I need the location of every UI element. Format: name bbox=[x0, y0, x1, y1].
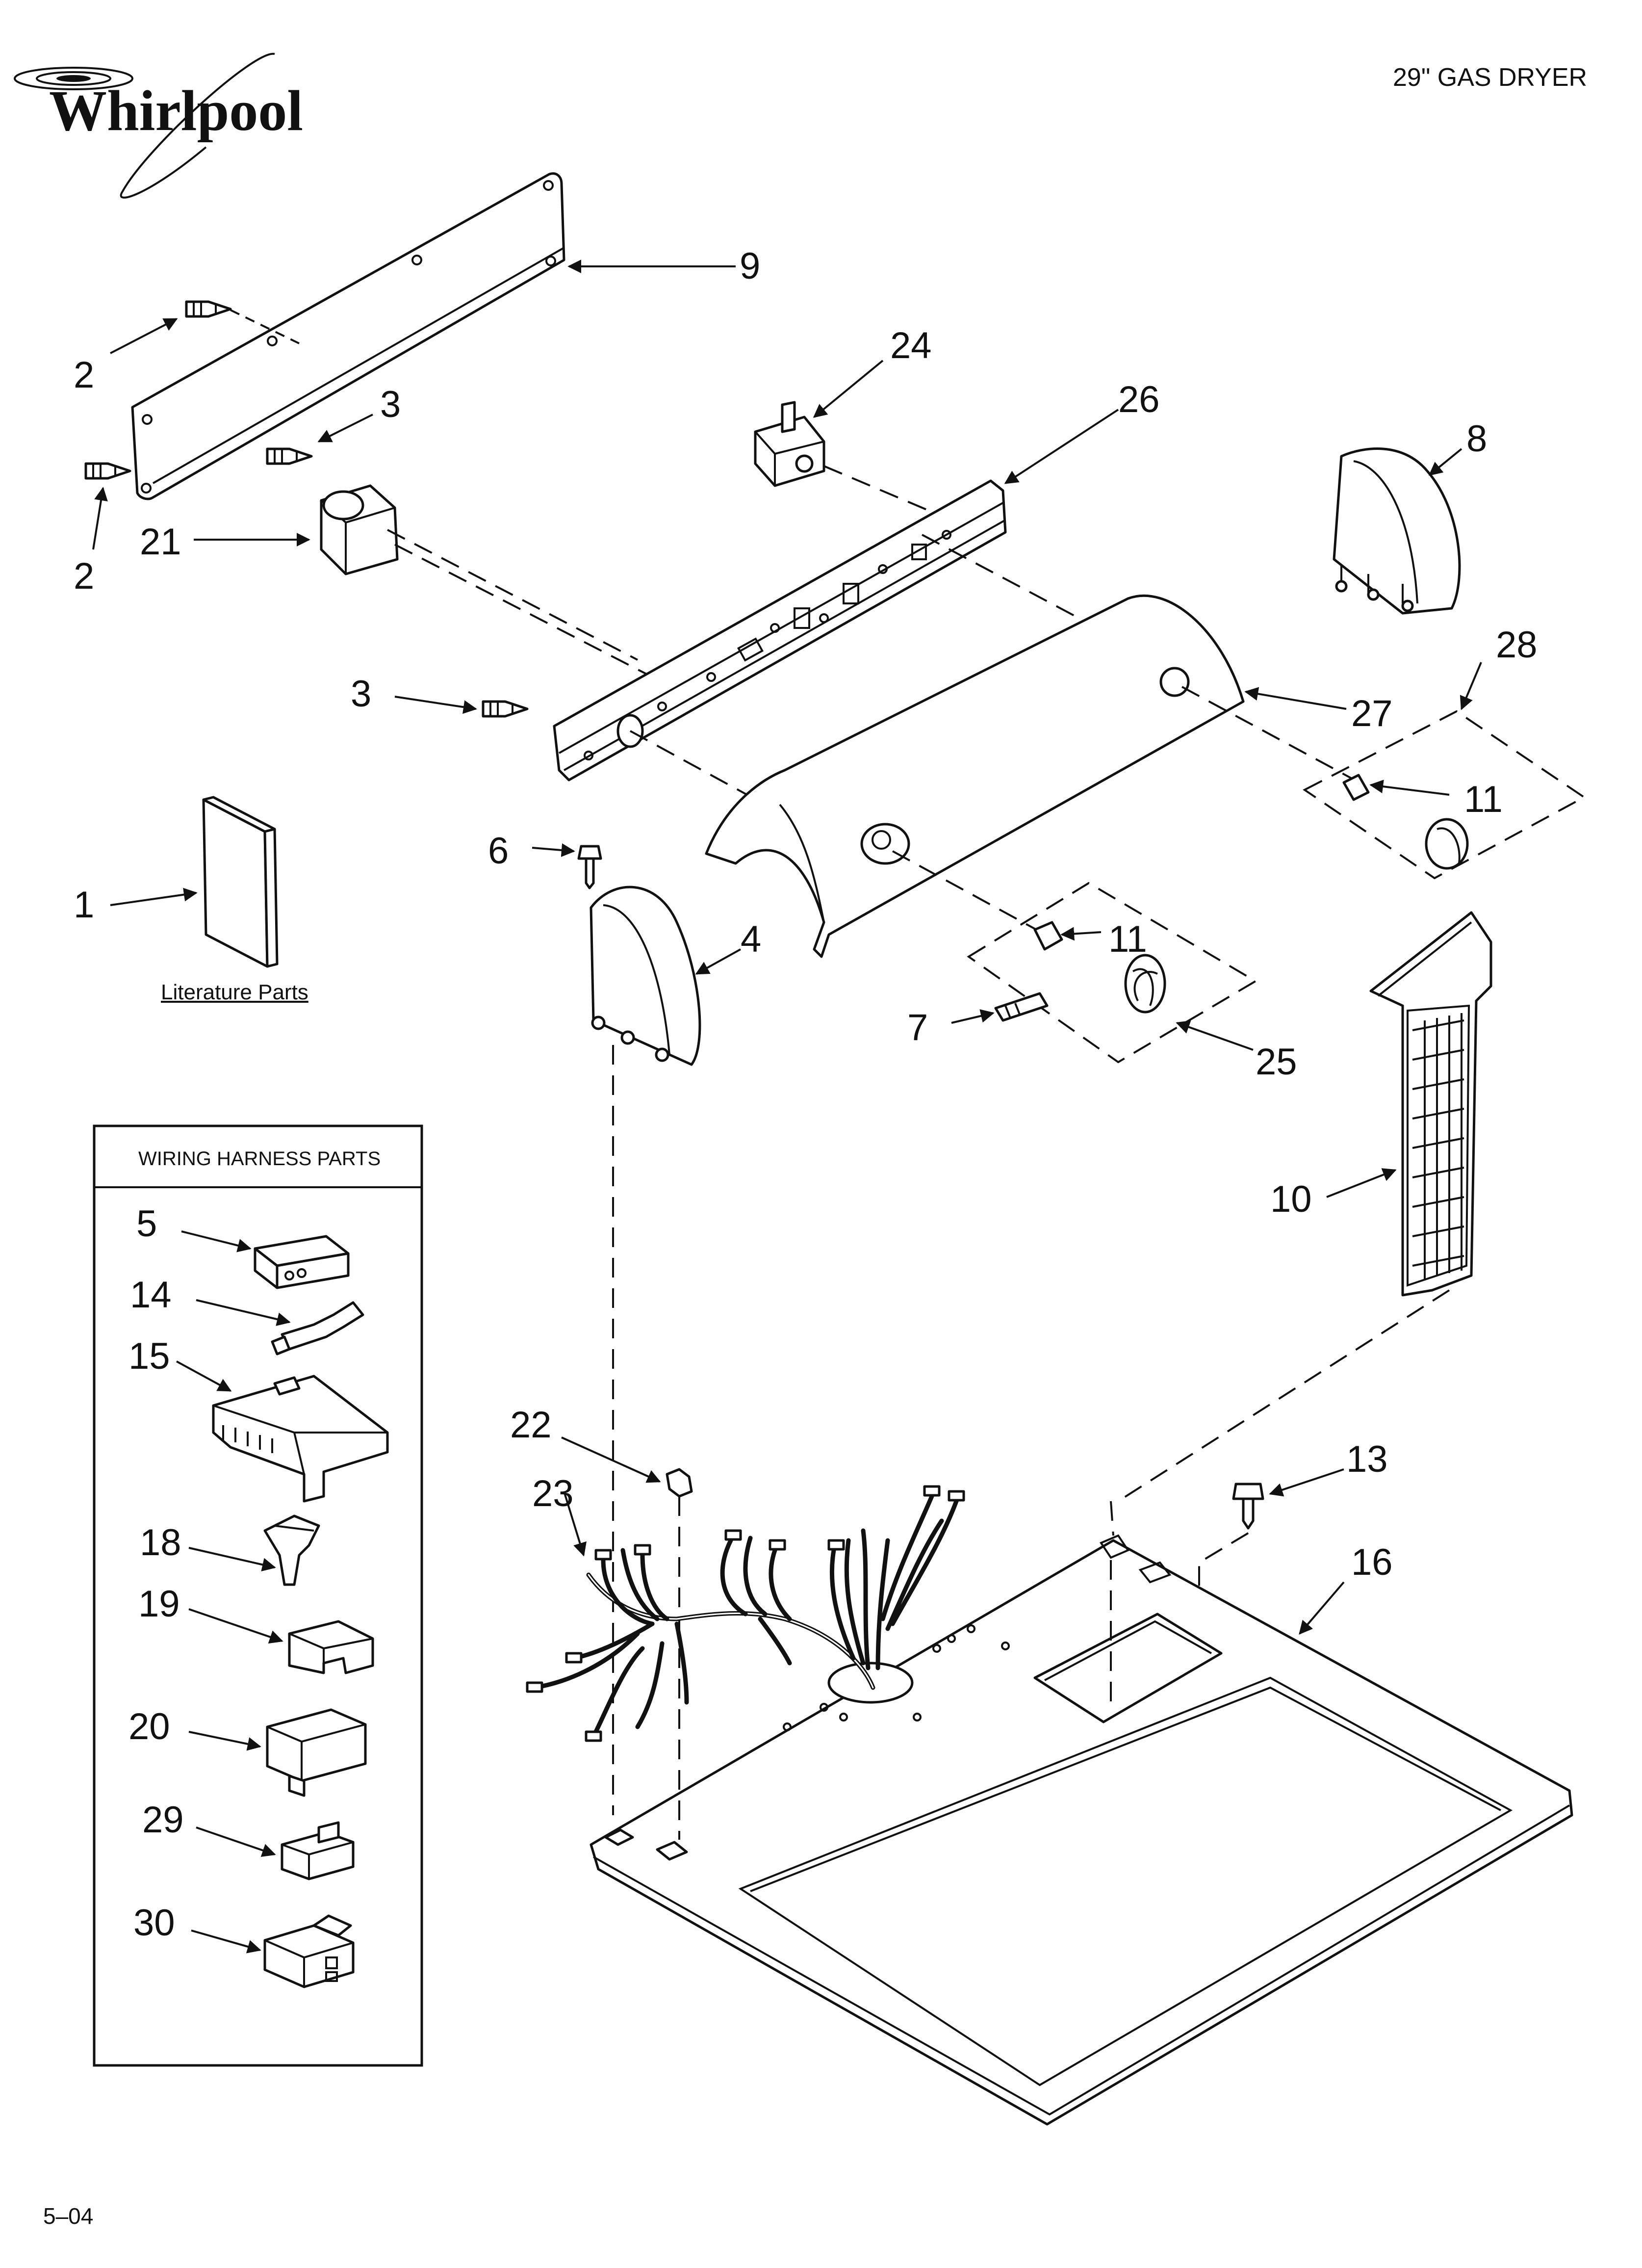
part-8-end-cap-right bbox=[1333, 447, 1461, 615]
callout-7: 7 bbox=[907, 1007, 928, 1048]
part-15-connector-block bbox=[212, 1375, 389, 1503]
part-2-screw-lower bbox=[84, 462, 131, 480]
callout-3-upper: 3 bbox=[380, 384, 401, 425]
callout-11-upper: 11 bbox=[1464, 779, 1503, 820]
part-18-clip bbox=[263, 1514, 320, 1586]
callout-23: 23 bbox=[532, 1473, 574, 1514]
header-title: 29" GAS DRYER bbox=[1393, 63, 1588, 92]
part-25-knob-kit bbox=[967, 882, 1257, 1064]
part-16-top-panel bbox=[590, 1501, 1573, 2126]
callout-25: 25 bbox=[1256, 1041, 1297, 1083]
callout-8: 8 bbox=[1466, 418, 1487, 460]
part-21-timer bbox=[320, 484, 653, 678]
callout-18: 18 bbox=[140, 1522, 181, 1564]
part-23-wiring-harness bbox=[526, 1485, 965, 1742]
callout-21: 21 bbox=[140, 521, 181, 563]
part-29-connector bbox=[281, 1821, 355, 1880]
part-10-lint-screen bbox=[1117, 911, 1492, 1502]
callout-24: 24 bbox=[890, 325, 932, 366]
part-24-switch bbox=[754, 401, 986, 536]
callout-2-lower: 2 bbox=[74, 555, 94, 597]
footer-code: 5–04 bbox=[43, 2203, 94, 2229]
callout-15: 15 bbox=[128, 1335, 170, 1377]
callout-26: 26 bbox=[1118, 379, 1160, 420]
callout-9: 9 bbox=[740, 245, 760, 287]
callout-27: 27 bbox=[1351, 693, 1393, 734]
callout-28: 28 bbox=[1496, 624, 1538, 666]
part-9-back-panel bbox=[131, 172, 565, 500]
part-19-connector bbox=[288, 1620, 374, 1674]
callout-3-lower: 3 bbox=[351, 673, 371, 715]
callout-20: 20 bbox=[128, 1706, 170, 1747]
literature-parts-label: Literature Parts bbox=[161, 980, 308, 1004]
wiring-harness-box bbox=[93, 1124, 423, 2067]
wiring-box-title: WIRING HARNESS PARTS bbox=[138, 1148, 381, 1170]
part-1-literature bbox=[202, 796, 279, 968]
part-6-screw bbox=[577, 845, 602, 889]
callout-30: 30 bbox=[133, 1902, 175, 1944]
part-20-connector bbox=[266, 1708, 367, 1797]
part-2-screw-upper bbox=[185, 300, 300, 344]
part-22-clip bbox=[666, 1468, 693, 1840]
callout-2-upper: 2 bbox=[74, 354, 94, 396]
callout-6: 6 bbox=[488, 830, 509, 872]
part-14-terminal bbox=[271, 1301, 364, 1356]
part-30-connector bbox=[263, 1914, 355, 1988]
part-26-console-bracket bbox=[553, 479, 1079, 864]
callout-11-lower: 11 bbox=[1108, 918, 1147, 960]
part-7-screw bbox=[994, 992, 1049, 1022]
part-3-screw-upper bbox=[266, 447, 313, 465]
callout-19: 19 bbox=[138, 1583, 180, 1625]
callout-1: 1 bbox=[74, 884, 94, 926]
callout-16: 16 bbox=[1351, 1541, 1393, 1583]
part-27-console bbox=[705, 594, 1369, 958]
callout-14: 14 bbox=[130, 1274, 172, 1316]
callout-29: 29 bbox=[142, 1799, 184, 1841]
part-28-knob-kit bbox=[1303, 710, 1586, 880]
whirlpool-logo-icon bbox=[14, 52, 275, 199]
callout-10: 10 bbox=[1270, 1178, 1312, 1220]
callout-5: 5 bbox=[136, 1203, 157, 1245]
logo-wordmark: Whirlpool bbox=[49, 78, 303, 143]
part-4-end-cap-left bbox=[590, 886, 701, 1815]
callout-13: 13 bbox=[1346, 1438, 1388, 1480]
part-3-screw-lower bbox=[482, 700, 529, 718]
part-5-connector bbox=[254, 1235, 350, 1289]
callout-4: 4 bbox=[741, 918, 761, 960]
callout-22: 22 bbox=[510, 1404, 552, 1446]
